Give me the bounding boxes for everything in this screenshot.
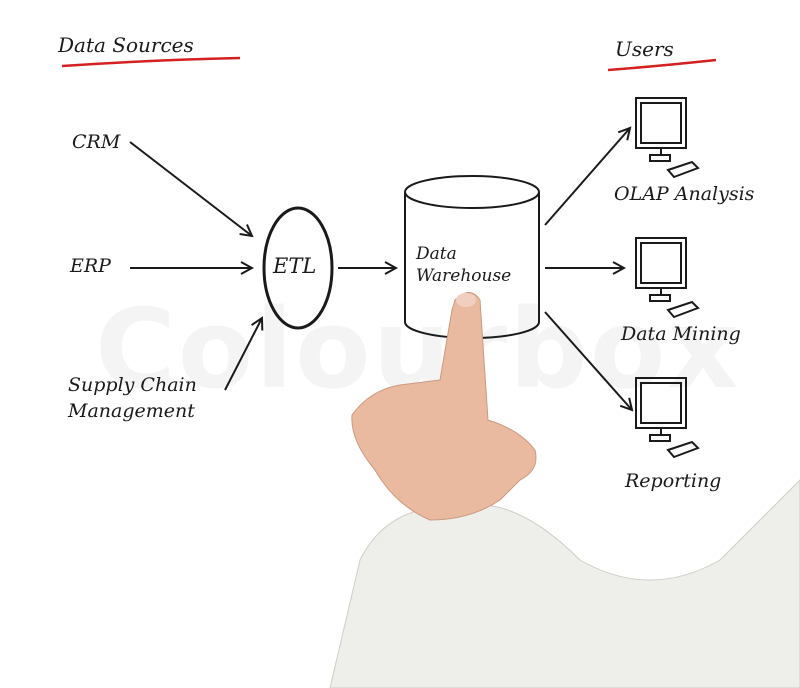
computer-icon <box>635 237 700 319</box>
warehouse-label-line2: Warehouse <box>416 266 512 286</box>
computer-icon <box>635 377 700 459</box>
source-scm-line1: Supply Chain <box>68 374 197 396</box>
arrow-scm-etl <box>224 318 262 391</box>
user-data-mining: Data Mining <box>621 323 741 345</box>
user-reporting: Reporting <box>625 470 722 492</box>
heading-data-sources: Data Sources <box>58 33 194 57</box>
source-scm-line2: Management <box>68 400 195 422</box>
etl-label: ETL <box>273 254 317 278</box>
sources-underline <box>61 56 241 68</box>
users-underline <box>607 58 717 72</box>
arrow-to-olap <box>544 128 630 226</box>
user-olap: OLAP Analysis <box>614 183 755 205</box>
etl-ellipse <box>262 206 334 330</box>
source-crm: CRM <box>72 131 121 153</box>
warehouse-cylinder <box>404 175 540 339</box>
arrow-crm-etl <box>129 141 252 236</box>
arrow-to-reporting <box>544 311 632 410</box>
heading-users: Users <box>615 37 674 61</box>
source-erp: ERP <box>70 255 111 277</box>
computer-icon <box>635 97 700 179</box>
pointing-hand <box>329 292 800 688</box>
warehouse-label-line1: Data <box>416 244 457 264</box>
